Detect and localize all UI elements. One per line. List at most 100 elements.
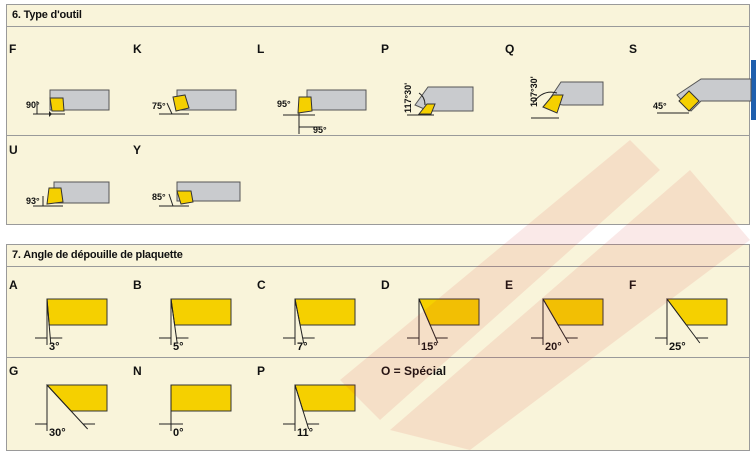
tool-code: F <box>9 42 17 56</box>
insert-icon <box>542 94 564 114</box>
angle-value: 30° <box>49 427 66 439</box>
angle-arrow-icon <box>49 111 52 117</box>
angle-label: 75° <box>152 101 166 111</box>
clearance-angle-D: D 15° <box>379 277 503 357</box>
angle-code: G <box>9 364 19 378</box>
insert-icon <box>45 384 108 412</box>
section-title: 6. Type d'outil <box>12 9 82 21</box>
angle-value: 7° <box>297 341 308 353</box>
tool-code: S <box>629 42 638 56</box>
tool-type-K: K 75° <box>131 41 255 135</box>
insert-profile-icon: 0° <box>159 384 232 439</box>
clearance-line <box>666 298 701 344</box>
angle-value: 5° <box>173 341 184 353</box>
side-tab <box>751 60 756 120</box>
insert-profile-icon: 30° <box>35 384 108 439</box>
angle-code: P <box>257 364 266 378</box>
tool-code: Q <box>505 42 515 56</box>
tool-code: Y <box>133 143 142 157</box>
angle-code: B <box>133 278 142 292</box>
angle-code: A <box>9 278 18 292</box>
tool-holder-icon: 95° 95° <box>277 89 367 135</box>
tool-code: P <box>381 42 390 56</box>
angle-value: 0° <box>173 427 184 439</box>
insert-profile-icon: 20° <box>531 298 604 353</box>
insert-profile-icon: 3° <box>35 298 108 353</box>
tool-code: L <box>257 42 265 56</box>
section-clearance-angle: 7. Angle de dépouille de plaquette A 3° B 5… <box>6 244 750 451</box>
angle-label: 95° <box>277 99 291 109</box>
angle-code: N <box>133 364 142 378</box>
angle-code: E <box>505 278 514 292</box>
special-label: O = Spécial <box>381 364 447 378</box>
tool-holder-icon: 75° <box>152 89 237 115</box>
angle-value: 25° <box>669 341 686 353</box>
insert-icon <box>666 298 728 326</box>
angle-label: 107°30' <box>529 76 539 107</box>
angle-label: 95° <box>313 125 327 135</box>
insert-icon <box>172 94 190 112</box>
special-cell: O = Spécial <box>379 363 503 451</box>
clearance-angle-C: C 7° <box>255 277 379 357</box>
insert-profile-icon: 7° <box>283 298 356 353</box>
clearance-angle-G: G 30° <box>7 363 131 451</box>
tool-code: U <box>9 143 18 157</box>
clearance-line <box>418 298 439 344</box>
tool-code: K <box>133 42 142 56</box>
angle-label: 85° <box>152 192 166 202</box>
angle-value: 3° <box>49 341 60 353</box>
tool-type-U: U 93° <box>7 142 131 226</box>
insert-icon <box>294 298 356 326</box>
tool-holder-icon: 85° <box>152 181 241 207</box>
clearance-angle-B: B 5° <box>131 277 255 357</box>
clearance-line <box>294 298 305 344</box>
insert-icon <box>46 298 108 326</box>
insert-icon <box>417 103 436 115</box>
angle-code: C <box>257 278 266 292</box>
tool-type-L: L 95° 95° <box>255 41 379 135</box>
tool-type-S: S 45° <box>627 41 752 135</box>
row-divider <box>7 357 749 358</box>
tool-holder-icon: 117°30' <box>403 83 474 116</box>
angle-code: F <box>629 278 637 292</box>
tool-type-Y: Y 85° <box>131 142 255 226</box>
angle-label: 45° <box>653 101 667 111</box>
row-divider <box>7 135 749 136</box>
angle-code: D <box>381 278 390 292</box>
insert-icon <box>297 96 313 114</box>
clearance-angle-N: N 0° <box>131 363 255 451</box>
clearance-line <box>46 298 52 344</box>
section-header: 6. Type d'outil <box>7 5 749 27</box>
angle-value: 15° <box>421 341 438 353</box>
insert-icon <box>49 97 65 112</box>
insert-icon <box>170 384 232 412</box>
insert-profile-icon: 25° <box>655 298 728 353</box>
insert-profile-icon: 5° <box>159 298 232 353</box>
insert-icon <box>170 298 232 326</box>
section-title: 7. Angle de dépouille de plaquette <box>12 249 183 261</box>
clearance-angle-F: F 25° <box>627 277 751 357</box>
tool-holder-icon: 45° <box>653 78 752 114</box>
insert-icon <box>46 187 64 205</box>
angle-label: 90° <box>26 100 40 110</box>
clearance-angle-E: E 20° <box>503 277 627 357</box>
tool-holder-icon: 93° <box>26 181 110 207</box>
angle-label: 117°30' <box>403 83 413 113</box>
clearance-line <box>46 384 89 430</box>
insert-profile-icon: 11° <box>283 384 356 439</box>
insert-icon <box>678 90 700 112</box>
section-header: 7. Angle de dépouille de plaquette <box>7 245 749 267</box>
insert-icon <box>542 298 604 326</box>
insert-profile-icon: 15° <box>407 298 480 353</box>
insert-icon <box>294 384 356 412</box>
clearance-angle-A: A 3° <box>7 277 131 357</box>
tool-holder-icon: 90° <box>26 89 110 117</box>
clearance-angle-P: P 11° <box>255 363 379 451</box>
tool-holder-icon: 107°30' <box>529 76 604 119</box>
insert-icon <box>176 190 194 205</box>
clearance-line <box>542 298 570 344</box>
section-tool-type: 6. Type d'outil F 90° K 75° L <box>6 4 752 226</box>
angle-value: 11° <box>297 427 313 439</box>
clearance-line <box>294 384 310 430</box>
angle-label: 93° <box>26 196 40 206</box>
